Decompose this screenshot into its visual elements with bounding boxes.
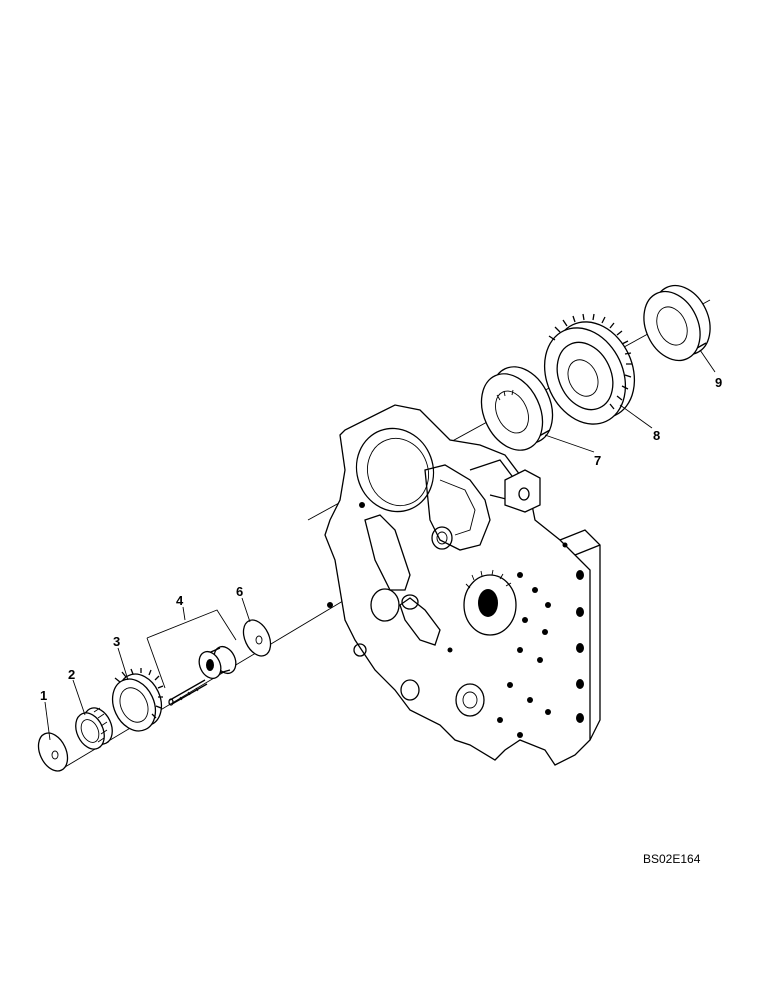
callout-6: 6	[236, 584, 243, 599]
part-bearing-2	[75, 707, 113, 750]
figure-code: BS02E164	[643, 852, 701, 866]
part-gear-3	[111, 668, 164, 732]
callout-4: 4	[176, 593, 184, 608]
callout-3: 3	[113, 634, 120, 649]
transmission-cover-housing	[324, 404, 601, 766]
callout-9: 9	[715, 375, 722, 390]
callout-1: 1	[40, 688, 47, 703]
callout-7: 7	[594, 453, 601, 468]
part-shaft-assembly-4	[146, 609, 237, 706]
part-bearing-7	[480, 366, 554, 451]
part-washer-1	[37, 732, 69, 772]
part-gear-8	[543, 313, 636, 425]
part-washer-6	[242, 619, 272, 657]
leader-lines	[44, 349, 716, 741]
callout-8: 8	[653, 428, 660, 443]
callout-2: 2	[68, 667, 75, 682]
part-bearing-9	[643, 284, 711, 362]
